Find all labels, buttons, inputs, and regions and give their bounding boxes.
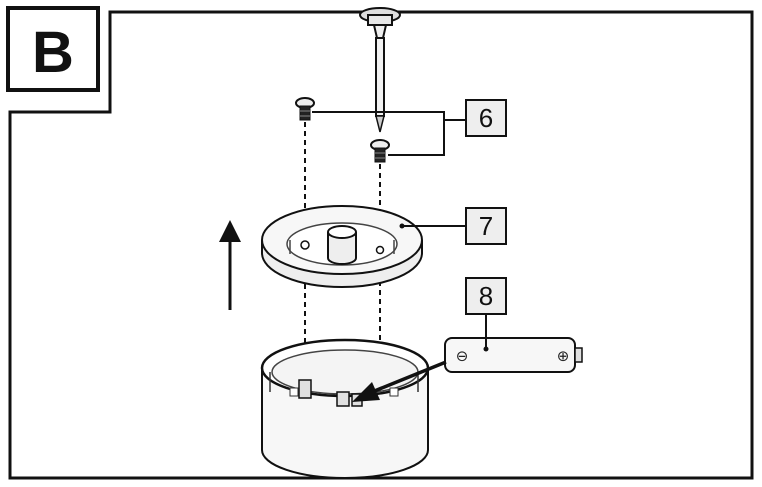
cover-disc [261, 205, 423, 288]
callout-number-8: 8 [479, 281, 493, 311]
insert-arrow-icon [352, 360, 447, 402]
callout-box-8: 8 [465, 277, 507, 315]
callout-box-6: 6 [465, 99, 507, 137]
callout-number-6: 6 [479, 103, 493, 133]
callout-number-7: 7 [479, 211, 493, 241]
panel-letter: B [32, 20, 74, 85]
screwdriver-icon [359, 7, 401, 133]
lift-arrow-icon [219, 220, 241, 310]
panel-label: B [6, 6, 100, 92]
callout-leader-6 [312, 111, 466, 156]
screw-icon-right [370, 139, 390, 163]
battery-negative-sign: ⊖ [456, 347, 469, 365]
callout-box-7: 7 [465, 207, 507, 245]
battery-icon: ⊖ ⊕ [444, 337, 583, 373]
base-housing [260, 338, 430, 479]
screw-icon-left [295, 97, 315, 121]
battery-positive-sign: ⊕ [557, 347, 570, 365]
